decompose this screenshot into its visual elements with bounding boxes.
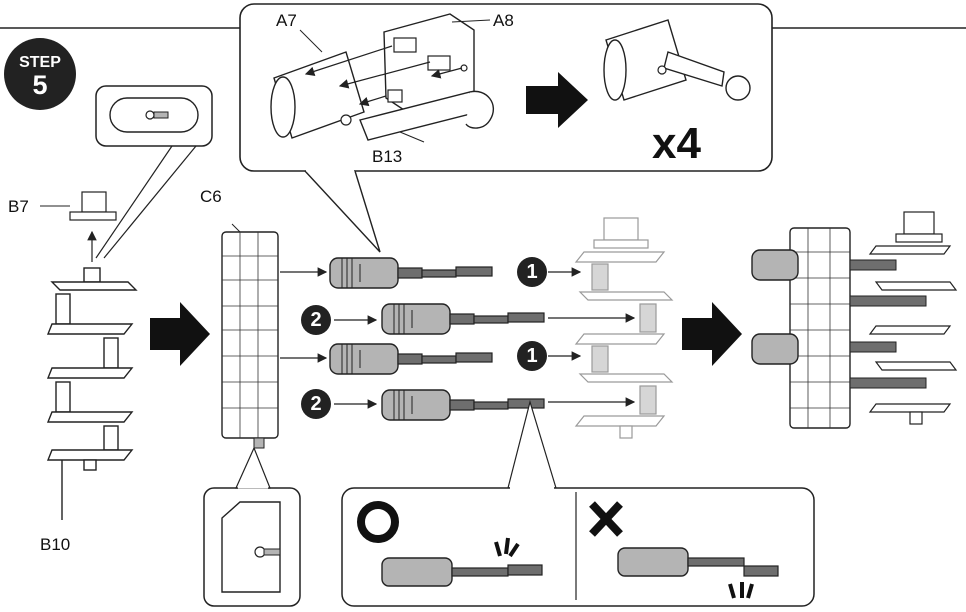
order-marker-1: 1: [517, 257, 547, 287]
connector-row-3: [280, 343, 582, 375]
connector-row-1: [280, 257, 582, 289]
order-marker-2: 2: [301, 305, 331, 335]
label-b7: B7: [8, 197, 29, 216]
correct-circle-icon: [357, 501, 399, 543]
connector-row-2: [334, 303, 636, 335]
label-a8: A8: [493, 11, 514, 30]
part-c6: [221, 223, 279, 449]
step-number: 5: [32, 70, 48, 100]
assembled-connector: [603, 19, 751, 101]
wrong-cross-icon: [589, 501, 623, 537]
order-marker-4: 2: [301, 389, 331, 419]
click-sound-icon: [494, 537, 520, 558]
arrow-right-icon: [150, 302, 210, 366]
detail-bubble-c6: [203, 446, 301, 607]
no-click-icon: [728, 582, 754, 599]
part-b10: [46, 267, 138, 520]
connector-row-4: [334, 389, 636, 421]
detail-bubble-b7: [95, 85, 213, 259]
step-word: STEP: [19, 54, 61, 71]
label-c6: C6: [200, 187, 222, 206]
assembled-mechanism: [751, 211, 958, 429]
order-marker-3: 1: [517, 341, 547, 371]
quantity-multiplier: x4: [652, 119, 701, 168]
ghost-crank: [574, 217, 674, 439]
arrow-right-icon: [682, 302, 742, 366]
arrow-right-icon: [526, 72, 588, 128]
check-panel: [341, 399, 815, 607]
connector-wrong: [617, 547, 779, 577]
part-b13: [359, 90, 495, 141]
label-b10: B10: [40, 535, 71, 554]
step-badge: STEP 5: [4, 38, 76, 110]
part-a8: [383, 13, 475, 115]
part-a7: [270, 51, 403, 139]
label-a7: A7: [276, 11, 297, 30]
part-b7: [40, 191, 117, 221]
connector-correct: [381, 557, 543, 587]
detail-panel-top: [239, 3, 773, 253]
label-b13: B13: [372, 147, 403, 166]
